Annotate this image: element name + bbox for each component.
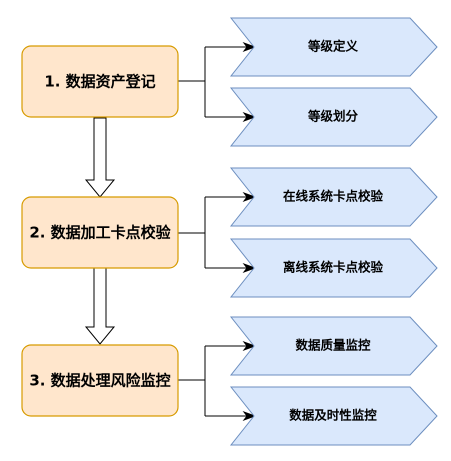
step-box-2-shape: [21, 196, 179, 269]
item-label-1-1: 等级定义: [307, 39, 359, 54]
connector-arrowheads: [242, 41, 257, 422]
step-label-3: 3. 数据处理风险监控: [29, 372, 170, 390]
down-arrow-2-3: [84, 266, 116, 345]
item-label-2-2: 离线系统卡点校验: [283, 260, 384, 275]
item-2-2-shape: [229, 238, 438, 298]
item-2-1: 在线系统卡点校验: [229, 167, 438, 227]
item-3-1: 数据质量监控: [229, 316, 438, 376]
step-box-2: 2. 数据加工卡点校验: [21, 196, 179, 269]
item-2-1-shape: [229, 167, 438, 227]
item-3-2: 数据及时性监控: [229, 386, 438, 446]
step-box-3: 3. 数据处理风险监控: [21, 344, 179, 417]
item-2-2: 离线系统卡点校验: [229, 238, 438, 298]
step-label-1: 1. 数据资产登记: [44, 73, 155, 91]
item-3-1-shape: [229, 316, 438, 376]
step-label-2: 2. 数据加工卡点校验: [29, 224, 171, 242]
item-1-2-shape: [229, 87, 438, 147]
item-label-3-2: 数据及时性监控: [288, 408, 377, 423]
connectors-step-2: [178, 196, 248, 269]
item-1-2: 等级划分: [229, 87, 438, 147]
connectors-step-1: [178, 46, 248, 118]
item-1-1: 等级定义: [229, 17, 438, 77]
item-3-2-shape: [229, 386, 438, 446]
connectors-step-3: [178, 345, 248, 417]
down-arrow-1-2: [84, 117, 116, 198]
item-label-1-2: 等级划分: [307, 109, 359, 124]
step-box-1-shape: [21, 45, 179, 118]
step-box-3-shape: [21, 344, 179, 417]
step-box-1: 1. 数据资产登记: [21, 45, 179, 118]
item-label-2-1: 在线系统卡点校验: [283, 189, 384, 204]
item-1-1-shape: [229, 17, 438, 77]
item-label-3-1: 数据质量监控: [294, 338, 371, 353]
